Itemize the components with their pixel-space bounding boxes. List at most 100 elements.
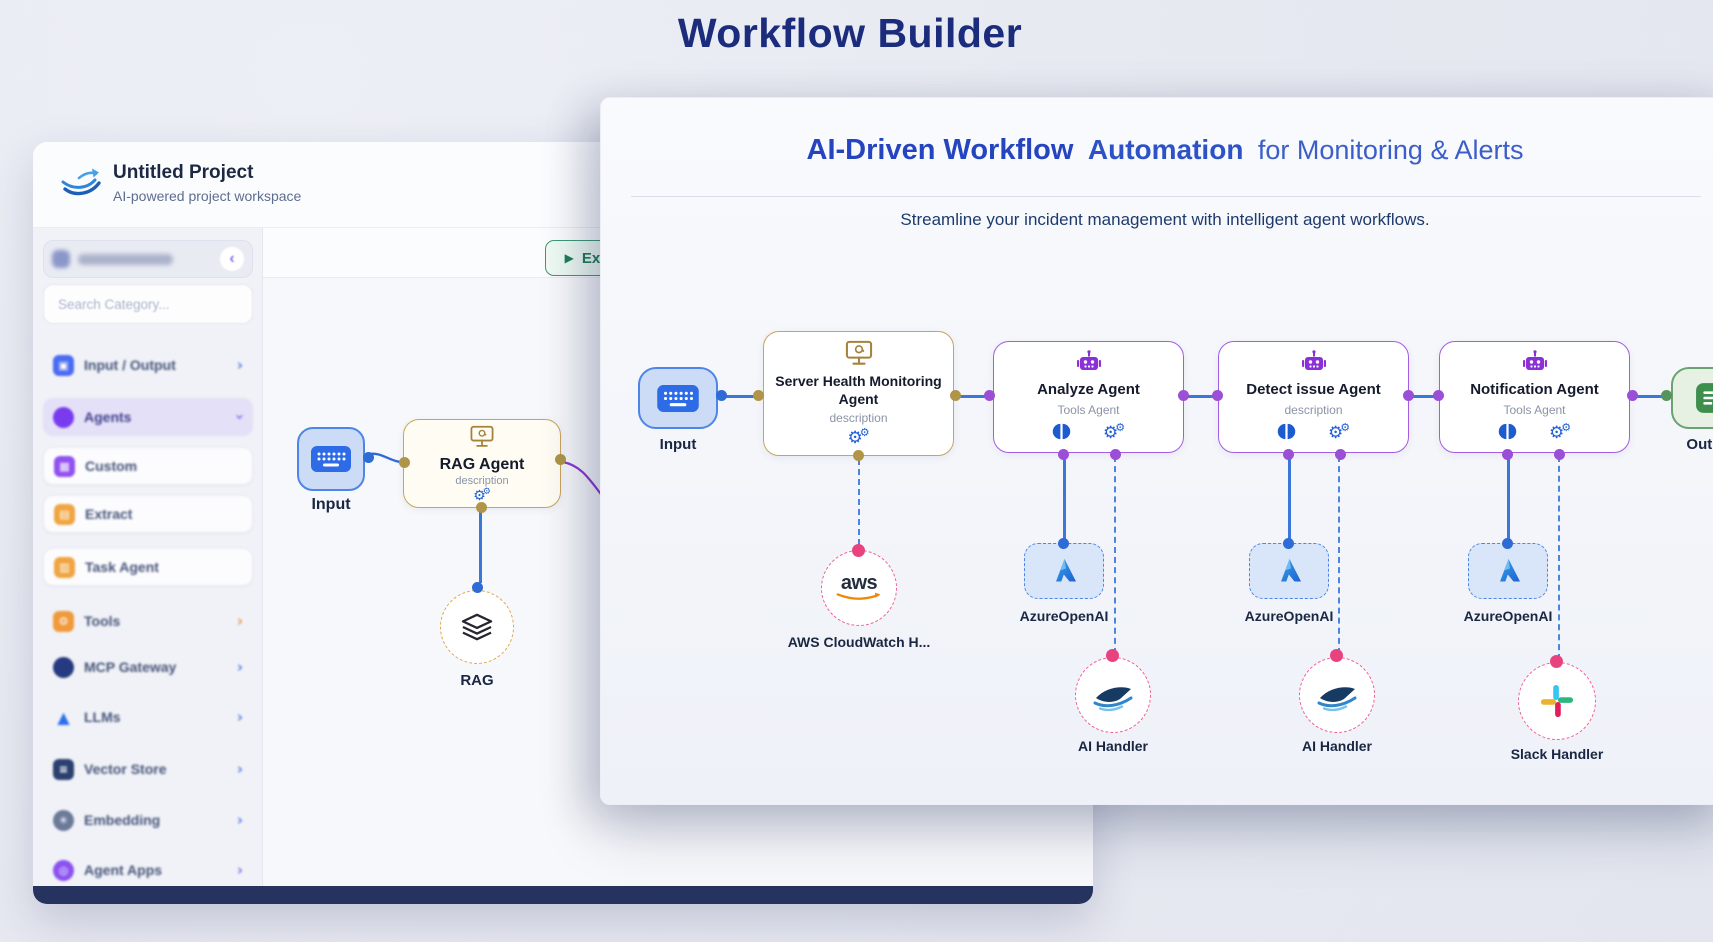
- port-dot[interactable]: [852, 544, 865, 557]
- edge-dashed: [1558, 456, 1560, 660]
- port-dot[interactable]: [363, 452, 374, 463]
- chevron-right-icon[interactable]: ›: [236, 861, 243, 879]
- brand-icon: [52, 250, 70, 268]
- flow-output-node[interactable]: [1671, 367, 1713, 429]
- sidebar-item-label: Vector Store: [84, 761, 167, 777]
- play-icon: ▶: [564, 251, 574, 265]
- port-dot[interactable]: [1433, 390, 1444, 401]
- sidebar-collapse-button[interactable]: ‹: [220, 247, 244, 271]
- agent-subtitle: description: [829, 411, 888, 425]
- rag-agent-card[interactable]: RAG Agent description ⚙⚙: [403, 419, 561, 508]
- port-dot[interactable]: [1554, 449, 1565, 460]
- heading-part2: Automation: [1087, 134, 1244, 165]
- ai-handler-node[interactable]: [1299, 657, 1375, 733]
- sidebar-item-custom[interactable]: ▦ Custom: [43, 447, 253, 485]
- sidebar-item-input-output[interactable]: ▣ Input / Output ›: [43, 346, 253, 384]
- port-dot[interactable]: [1058, 538, 1069, 549]
- port-dot[interactable]: [984, 390, 995, 401]
- port-dot[interactable]: [1178, 390, 1189, 401]
- agent-card-detect-issue[interactable]: Detect issue Agent description ⚙⚙: [1218, 341, 1409, 453]
- port-dot[interactable]: [399, 457, 410, 468]
- aws-smile-icon: [836, 592, 881, 600]
- azure-icon: [1281, 559, 1301, 582]
- port-dot[interactable]: [1403, 390, 1414, 401]
- canvas-input-label: Input: [311, 496, 351, 513]
- azure-openai-node[interactable]: [1024, 543, 1104, 599]
- sidebar-item-extract[interactable]: ▤ Extract: [43, 495, 253, 533]
- port-dot[interactable]: [1110, 449, 1121, 460]
- canvas-input-node[interactable]: [297, 427, 365, 491]
- sidebar-item-mcp-gateway[interactable]: MCP Gateway ›: [43, 648, 253, 686]
- slack-handler-node[interactable]: [1518, 662, 1596, 740]
- port-dot[interactable]: [1502, 538, 1513, 549]
- search-input[interactable]: [44, 285, 252, 323]
- edge: [1507, 456, 1510, 544]
- port-dot[interactable]: [1330, 649, 1343, 662]
- edge-dashed: [1338, 456, 1340, 654]
- agent-card-notification[interactable]: Notification Agent Tools Agent ⚙⚙: [1439, 341, 1630, 453]
- boat-logo-icon: [1317, 687, 1357, 711]
- agent-subtitle: Tools Agent: [1503, 402, 1566, 417]
- port-dot[interactable]: [716, 390, 727, 401]
- aws-cloudwatch-node[interactable]: aws: [821, 550, 897, 626]
- aws-logo: aws: [840, 571, 878, 594]
- port-dot[interactable]: [950, 390, 961, 401]
- robot-icon: [1522, 350, 1547, 370]
- azure-openai-node[interactable]: [1468, 543, 1548, 599]
- sidebar-item-vector-store[interactable]: ≡ Vector Store ›: [43, 750, 253, 788]
- keyboard-icon: [657, 384, 699, 412]
- chevron-right-icon[interactable]: ›: [236, 658, 243, 676]
- sidebar-item-llms[interactable]: ▲ LLMs ›: [43, 698, 253, 736]
- port-dot[interactable]: [1283, 538, 1294, 549]
- gears-icon: ⚙⚙: [1548, 420, 1572, 443]
- app-logo-icon: [61, 168, 101, 196]
- split-circle-icon: [1052, 424, 1071, 440]
- chevron-right-icon[interactable]: ›: [236, 356, 243, 374]
- agent-title: Detect issue Agent: [1246, 381, 1381, 398]
- port-dot[interactable]: [1502, 449, 1513, 460]
- sidebar-item-agent-apps[interactable]: ◎ Agent Apps ›: [43, 851, 253, 889]
- port-dot[interactable]: [853, 450, 864, 461]
- chevron-down-icon[interactable]: ›: [230, 413, 249, 421]
- port-dot[interactable]: [555, 454, 566, 465]
- agent-card-analyze[interactable]: Analyze Agent Tools Agent ⚙⚙: [993, 341, 1184, 453]
- keyboard-icon: [311, 446, 351, 472]
- port-dot[interactable]: [753, 390, 764, 401]
- azure-openai-node[interactable]: [1249, 543, 1329, 599]
- port-dot[interactable]: [1627, 390, 1638, 401]
- chevron-right-icon[interactable]: ›: [236, 708, 243, 726]
- sidebar-item-tools[interactable]: ⚙ Tools ›: [43, 602, 253, 640]
- port-dot[interactable]: [1335, 449, 1346, 460]
- flow-input-node[interactable]: [638, 367, 718, 429]
- port-dot[interactable]: [1661, 390, 1672, 401]
- chevron-right-icon[interactable]: ›: [236, 760, 243, 778]
- azure-icon: [1500, 559, 1520, 582]
- agent-subtitle: Tools Agent: [1057, 402, 1120, 417]
- sidebar-item-task-agent[interactable]: ▥ Task Agent: [43, 548, 253, 586]
- port-dot[interactable]: [1550, 655, 1563, 668]
- port-dot[interactable]: [1106, 649, 1119, 662]
- port-dot[interactable]: [1283, 449, 1294, 460]
- split-circle-icon: [1277, 424, 1296, 440]
- agent-card-server-health[interactable]: Server Health Monitoring Agent descripti…: [763, 331, 954, 456]
- page-title: Workflow Builder: [677, 10, 1023, 56]
- port-dot[interactable]: [472, 582, 483, 593]
- ai-handler-node[interactable]: [1075, 657, 1151, 733]
- edge: [1630, 395, 1671, 398]
- port-dot[interactable]: [1212, 390, 1223, 401]
- sidebar-item-embedding[interactable]: ✳ Embedding ›: [43, 801, 253, 839]
- rag-tool-node[interactable]: [440, 590, 514, 664]
- input-output-icon: ▣: [53, 354, 74, 376]
- port-dot[interactable]: [476, 502, 487, 513]
- slack-icon: [1540, 684, 1574, 718]
- slack-handler-label: Slack Handler: [1510, 746, 1604, 762]
- agent-title: Server Health Monitoring Agent: [775, 373, 942, 407]
- flow-input-label: Input: [659, 436, 697, 453]
- sidebar-item-label: Agents: [84, 409, 132, 425]
- brand-pill[interactable]: ‹: [43, 240, 253, 278]
- port-dot[interactable]: [1058, 449, 1069, 460]
- sidebar-item-agents[interactable]: Agents ›: [43, 398, 253, 436]
- chevron-right-icon[interactable]: ›: [236, 612, 243, 630]
- tools-icon: ⚙: [53, 610, 74, 632]
- chevron-right-icon[interactable]: ›: [236, 811, 243, 829]
